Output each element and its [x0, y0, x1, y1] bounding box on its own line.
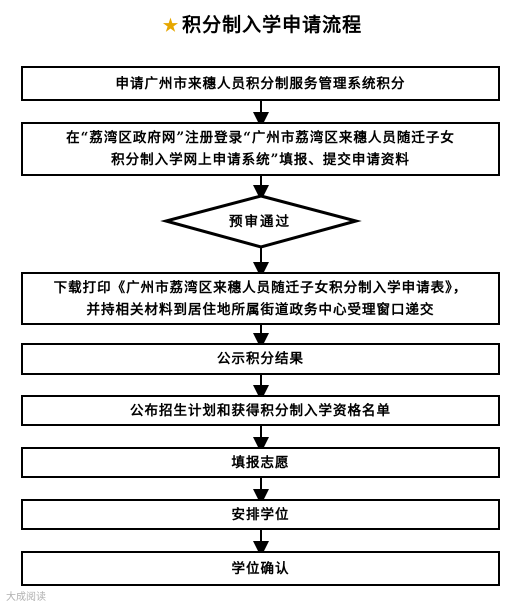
step-apply-points: 申请广州市来穗人员积分制服务管理系统积分 [21, 66, 500, 101]
step-submit-application-line2: 并持相关材料到居住地所属街道政务中心受理窗口递交 [86, 301, 435, 318]
watermark: 大成阅读 [6, 592, 46, 603]
step-publish-points: 公示积分结果 [21, 343, 500, 375]
step-enrollment-plan: 公布招生计划和获得积分制入学资格名单 [21, 395, 500, 426]
diagram-title: ★积分制入学申请流程 [0, 10, 525, 37]
step-online-registration-line1: 在“荔湾区政府网”注册登录“广州市荔湾区来穗人员随迁子女 [66, 130, 455, 146]
step-assign-seat: 安排学位 [21, 499, 500, 530]
star-icon: ★ [162, 16, 180, 36]
step-confirm-seat: 学位确认 [21, 551, 500, 586]
step-online-registration-line2: 积分制入学网上申请系统”填报、提交申请资料 [111, 152, 410, 168]
step-submit-application-line1: 下载打印《广州市荔湾区来穗人员随迁子女积分制入学申请表》， [53, 279, 468, 296]
decision-label: 预审通过 [229, 214, 291, 230]
step-submit-application: 下载打印《广州市荔湾区来穗人员随迁子女积分制入学申请表》， 并持相关材料到居住地… [21, 272, 500, 325]
step-fill-preferences: 填报志愿 [21, 447, 500, 478]
decision-diamond [160, 194, 362, 249]
title-text: 积分制入学申请流程 [182, 14, 363, 36]
step-online-registration: 在“荔湾区政府网”注册登录“广州市荔湾区来穗人员随迁子女 积分制入学网上申请系统… [21, 122, 500, 176]
